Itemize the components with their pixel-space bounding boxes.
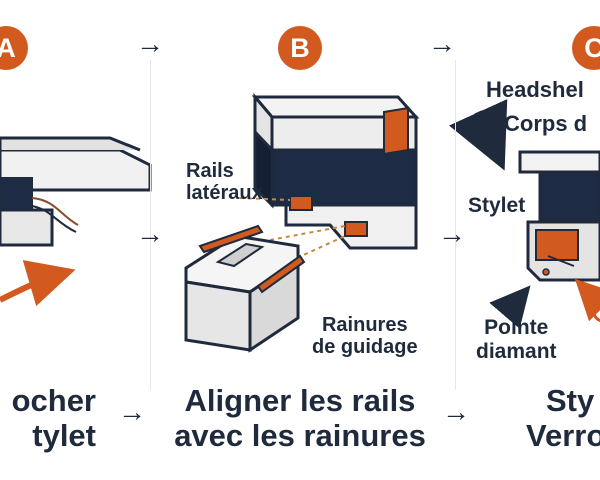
panel-divider (455, 60, 456, 390)
step-c-caption-line1: Sty (546, 384, 595, 418)
step-b-badge: B (278, 26, 322, 70)
step-a-caption-line1: ocher (11, 383, 96, 418)
panel-b-illustration (184, 92, 420, 353)
panel-c-illustration (449, 99, 600, 329)
step-c-caption-line2: Verro (526, 417, 600, 453)
arrow-right-icon: → (428, 28, 456, 59)
arrow-right-icon: → (136, 28, 164, 59)
curved-arrow-icon (0, 260, 76, 307)
callout-headshell: Headshel (486, 77, 584, 102)
callout-body: Corps d (504, 111, 588, 136)
callout-rails: Rails latéraux (186, 160, 263, 205)
callout-stylus: Stylet (468, 194, 526, 217)
arrow-right-icon: → (136, 218, 164, 249)
callout-grooves: Rainures de guidage (312, 314, 418, 359)
step-b-caption-line1: Aligner les rails (184, 383, 416, 418)
step-a-caption-line2: tylet (32, 417, 96, 453)
arrow-right-icon: → (118, 396, 146, 427)
arrow-right-icon: → (438, 218, 466, 249)
step-b-caption: Aligner les rails avec les rainures (160, 383, 440, 453)
panel-a-illustration (0, 136, 152, 307)
callout-diamond: Pointe diamant (476, 316, 557, 363)
panel-divider (150, 60, 151, 390)
arrow-right-icon: → (442, 396, 470, 427)
step-b-caption-line2: avec les rainures (174, 417, 426, 453)
pointer-arrow-icon (449, 99, 508, 171)
step-c-badge: C (572, 26, 600, 70)
step-a-caption: ocher tylet (0, 383, 96, 453)
step-c-caption: Sty Verro (520, 384, 600, 453)
